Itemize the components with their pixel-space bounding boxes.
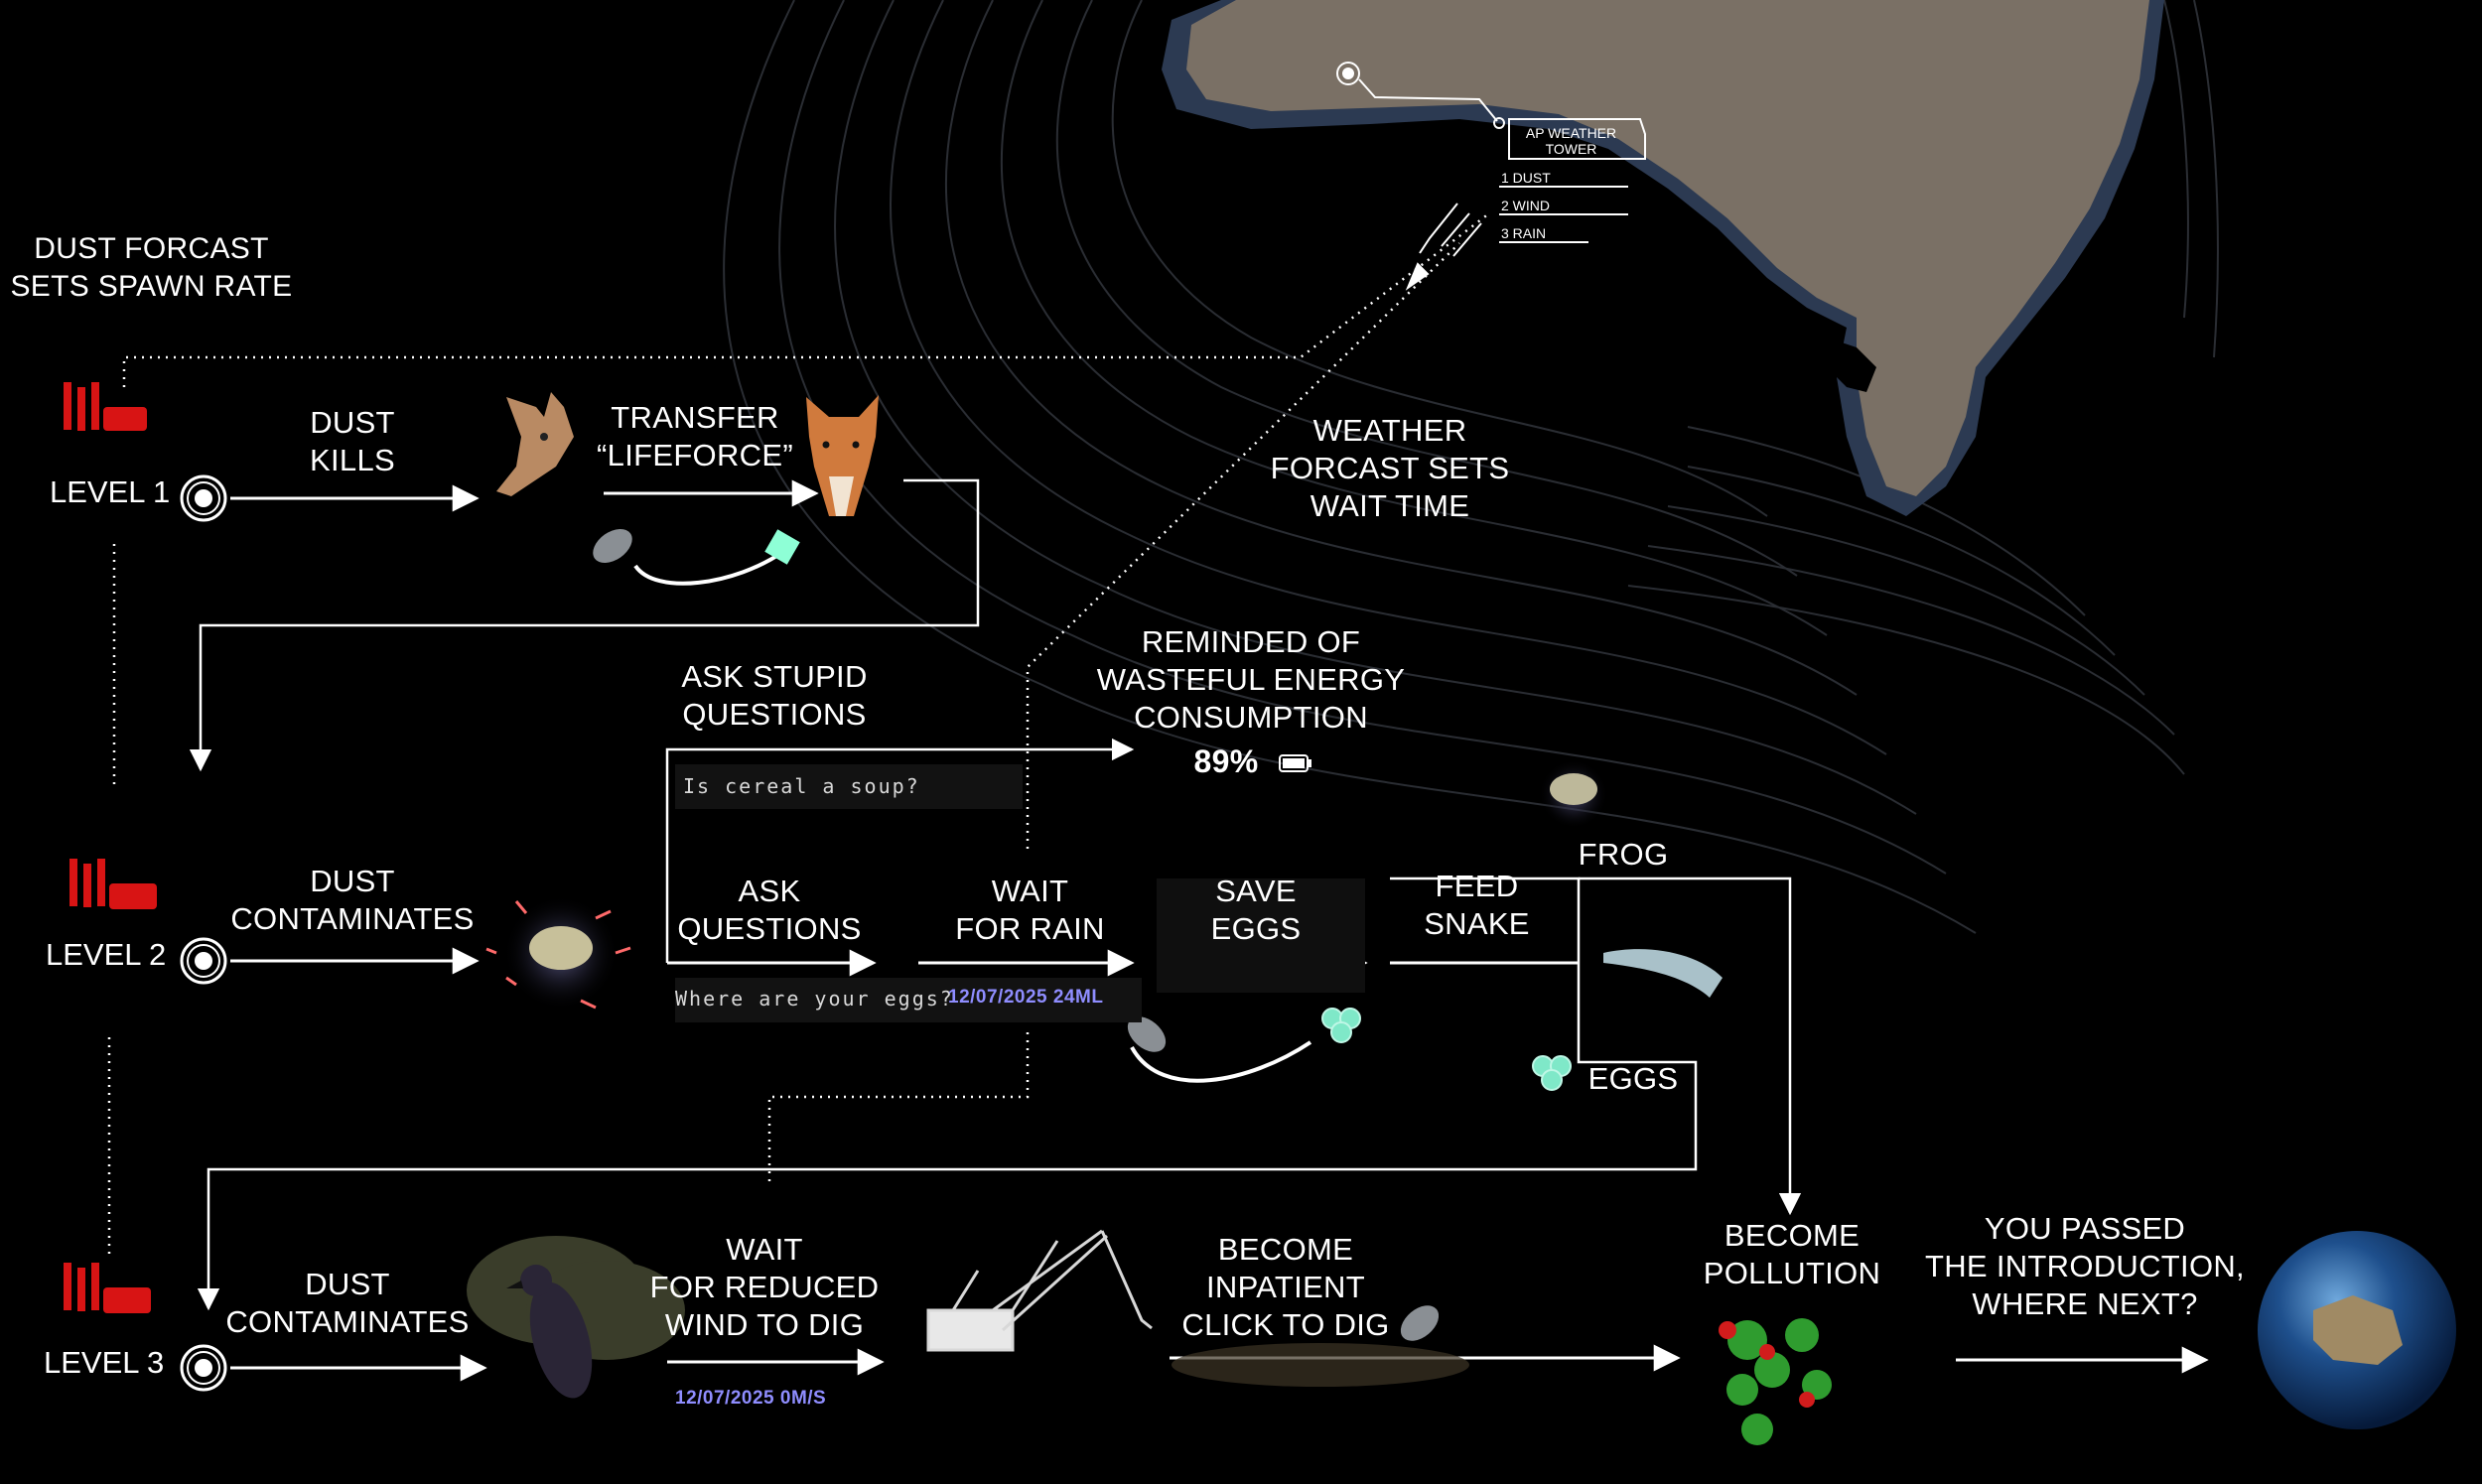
- weather-tower: [1336, 62, 1646, 291]
- glow-square-icon: [764, 529, 800, 565]
- step-you-passed[interactable]: YOU PASSED THE INTRODUCTION, WHERE NEXT?: [1925, 1211, 2245, 1321]
- kangaroo-icon: [496, 392, 574, 496]
- dotted-connectors: [107, 212, 1490, 1259]
- mouse-icon: [1400, 1305, 1440, 1341]
- egg-cluster-icon: [1321, 1008, 1361, 1043]
- step-become-pollution: BECOME POLLUTION: [1703, 1218, 1881, 1290]
- dust-forecast-note: DUST FORCAST SETS SPAWN RATE: [10, 232, 293, 303]
- mouse-icon: [1127, 1016, 1167, 1052]
- step-wait-for-reduced-wind: WAIT FOR REDUCED WIND TO DIG: [649, 1232, 880, 1342]
- noise-block: [1157, 878, 1365, 993]
- weather-forecast-note: WEATHER FORCAST SETS WAIT TIME: [1270, 413, 1510, 523]
- tower-item[interactable]: 2 WIND: [1501, 198, 1550, 213]
- energy-percent: 89%: [1193, 743, 1259, 779]
- frog-icon: [485, 895, 631, 1011]
- map-pin-icon: [1336, 62, 1360, 85]
- raven-icon: [506, 1265, 593, 1399]
- energy-reminder: REMINDED OF WASTEFUL ENERGY CONSUMPTION: [1096, 624, 1406, 735]
- wind-readout: 12/07/2025 0M/S: [675, 1388, 827, 1409]
- step-transfer-lifeforce: TRANSFER “LIFEFORCE”: [597, 400, 793, 472]
- noise-block: [675, 978, 1142, 1022]
- whoa-sign-icon: [69, 859, 157, 909]
- battery-icon: [1279, 754, 1311, 772]
- rain-readout: 12/07/2025 24ML: [948, 987, 1104, 1008]
- dingo-icon: [806, 395, 879, 516]
- level-2-label[interactable]: LEVEL 2: [46, 937, 167, 972]
- dragline-excavator-icon: [926, 1229, 1153, 1352]
- level-1-label[interactable]: LEVEL 1: [50, 474, 171, 509]
- step-frog: FROG: [1578, 837, 1669, 872]
- weather-tower-title: AP WEATHER TOWER: [1525, 125, 1617, 157]
- target-icon[interactable]: [180, 1344, 227, 1392]
- frog-icon: [1539, 759, 1608, 829]
- whoa-sign-icon: [64, 382, 147, 431]
- target-icon[interactable]: [180, 937, 227, 985]
- flow-connectors: [189, 478, 1802, 1311]
- level-3-label[interactable]: LEVEL 3: [44, 1345, 165, 1380]
- step-feed-snake: FEED SNAKE: [1424, 869, 1530, 941]
- mouse-icon: [593, 528, 632, 564]
- eggs-question-text: Where are your eggs?: [675, 987, 954, 1011]
- earth-globe-icon: [2258, 1231, 2456, 1429]
- step-ask-questions: ASK QUESTIONS: [677, 874, 862, 946]
- tower-item[interactable]: 3 RAIN: [1501, 225, 1547, 241]
- pollution-cluster-icon: [1719, 1318, 1832, 1445]
- tower-item[interactable]: 1 DUST: [1501, 170, 1551, 186]
- step-eggs: EGGS: [1587, 1061, 1679, 1096]
- dust-cloud: [1172, 1343, 1469, 1387]
- target-icon[interactable]: [180, 474, 227, 522]
- whoa-sign-icon: [64, 1263, 151, 1313]
- drag-arc-icon: [1130, 1040, 1312, 1083]
- stupid-question-text: Is cereal a soup?: [683, 774, 920, 798]
- drag-arc-icon: [633, 549, 786, 586]
- step-click-to-dig[interactable]: BECOME INPATIENT CLICK TO DIG: [1181, 1232, 1390, 1342]
- step-save-eggs[interactable]: SAVE EGGS: [1210, 874, 1302, 946]
- egg-cluster-icon: [1532, 1055, 1572, 1091]
- snake-icon: [1603, 949, 1723, 998]
- step-dust-kills: DUST KILLS: [310, 405, 395, 477]
- step-dust-contaminates: DUST CONTAMINATES: [230, 864, 475, 936]
- flow-arrows: [230, 479, 2209, 1382]
- map-land: [1162, 0, 2164, 516]
- noise-block: [675, 764, 1023, 809]
- step-wait-for-rain: WAIT FOR RAIN: [955, 874, 1105, 946]
- step-dust-contaminates-3: DUST CONTAMINATES: [225, 1267, 470, 1339]
- contour-lines: [723, 0, 2219, 934]
- step-ask-stupid-questions: ASK STUPID QUESTIONS: [681, 659, 868, 732]
